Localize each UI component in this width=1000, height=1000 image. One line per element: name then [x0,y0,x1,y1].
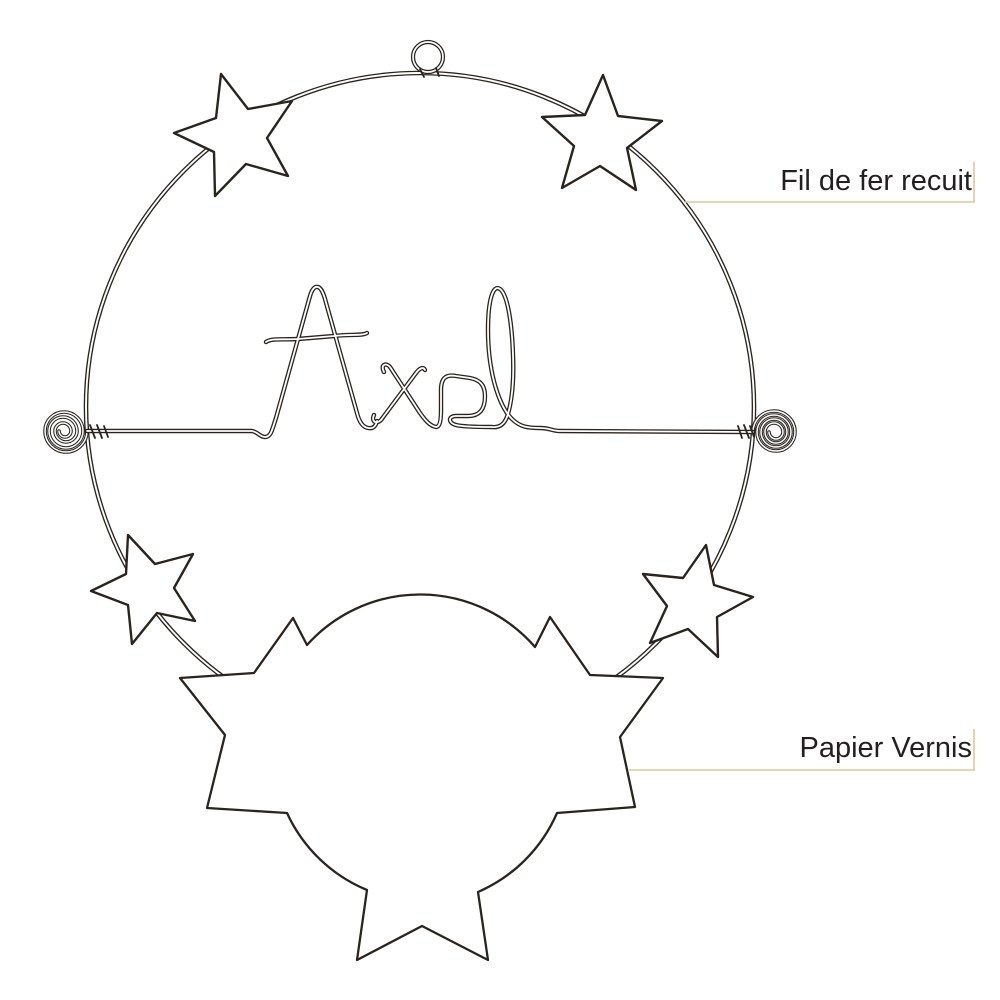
callout-line-paper [628,729,975,771]
callout-label-paper: Papier Vernis [799,732,973,764]
star-top-right [540,73,664,192]
name-wire-axel [84,284,756,440]
right-spiral-icon [751,409,797,453]
callout-label-wire: Fil de fer recuit [780,165,972,197]
wire-twist-marks [89,424,755,439]
paper-star [178,593,665,962]
left-spiral-icon [43,410,89,454]
star-bottom-right [641,543,755,659]
hanging-loop [410,39,446,78]
star-bottom-left [89,533,197,646]
star-top-left [172,72,294,198]
callout-line-wire [684,162,975,203]
